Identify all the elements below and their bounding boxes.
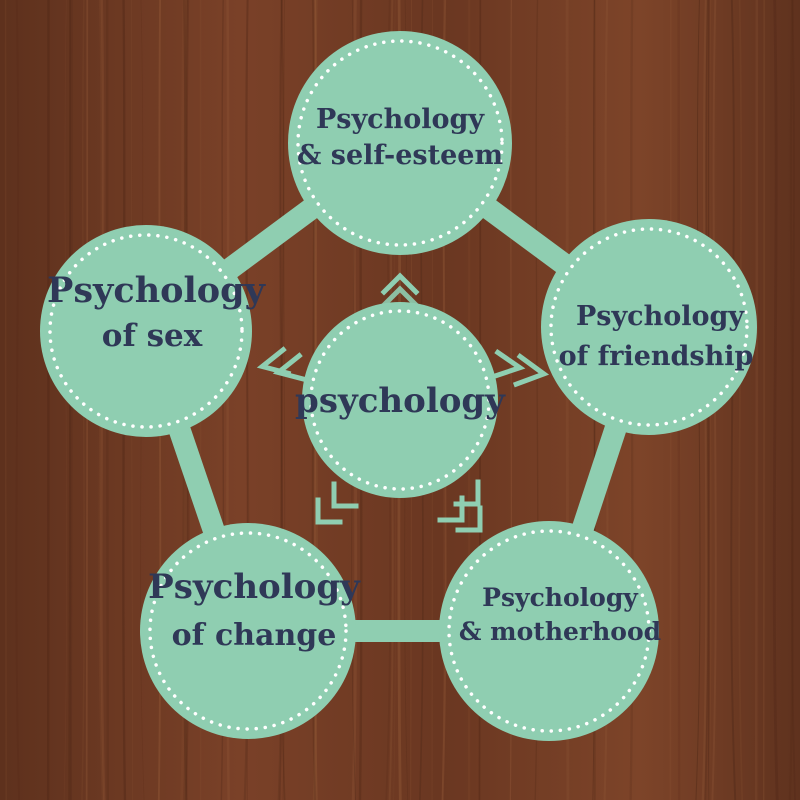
chevron-right-icon <box>491 348 550 388</box>
node-change-line-2: of change <box>172 618 337 653</box>
chevron-down-left-icon <box>315 481 359 525</box>
center-label: psychology <box>295 381 506 421</box>
node-friendship-line-1: Psychology <box>576 301 745 332</box>
node-sex: Psychology of sex <box>40 225 267 437</box>
chevron-arrows <box>256 272 550 533</box>
node-motherhood-line-1: Psychology <box>482 583 639 612</box>
node-friendship: Psychology of friendship <box>541 219 757 435</box>
node-self-esteem-line-1: Psychology <box>316 104 485 135</box>
chevron-left-icon <box>256 346 308 383</box>
node-change-line-1: Psychology <box>148 567 361 607</box>
node-self-esteem: Psychology & self-esteem <box>288 31 512 255</box>
node-motherhood-line-2: & motherhood <box>459 617 661 646</box>
node-sex-line-1: Psychology <box>47 270 267 311</box>
chevron-down-right-icon <box>437 479 483 533</box>
chevron-up-icon <box>380 272 420 309</box>
node-friendship-line-2: of friendship <box>559 341 754 372</box>
node-self-esteem-line-2: & self-esteem <box>297 140 503 171</box>
center-node: psychology <box>295 302 506 498</box>
node-motherhood: Psychology & motherhood <box>439 521 661 741</box>
node-sex-line-2: of sex <box>102 318 203 354</box>
node-change: Psychology of change <box>140 523 361 739</box>
